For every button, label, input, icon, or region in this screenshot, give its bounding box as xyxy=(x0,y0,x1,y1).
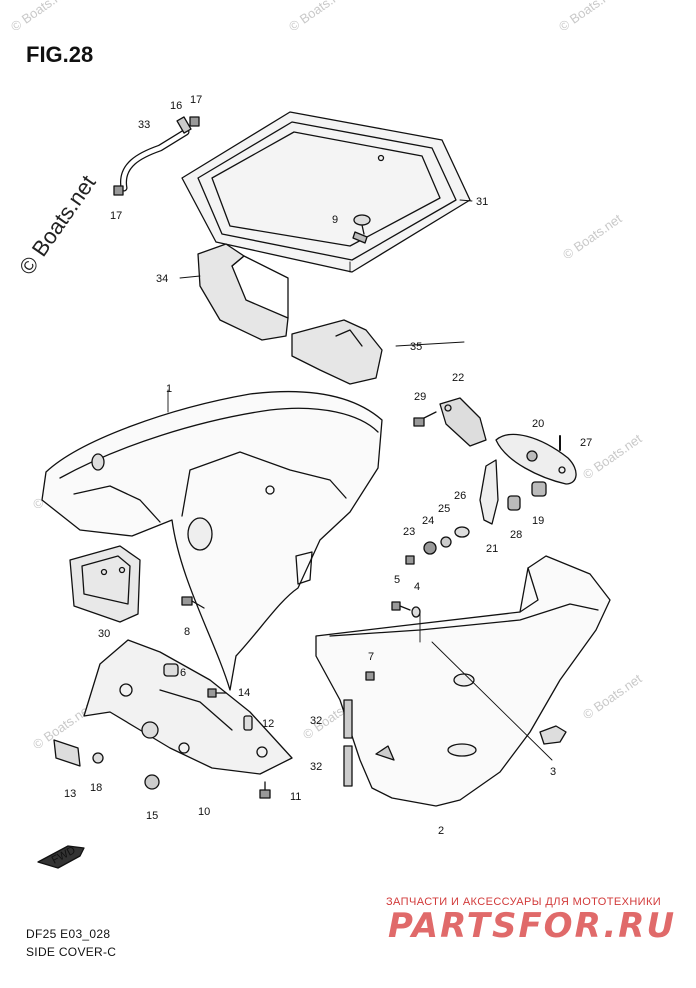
callout-32b: 32 xyxy=(310,761,322,773)
part-grommet-15[interactable] xyxy=(144,774,160,790)
figure-title: FIG.28 xyxy=(26,42,94,67)
part-side-cover-lower[interactable] xyxy=(315,555,611,807)
part-foam-pad-right[interactable] xyxy=(291,319,383,385)
callout-26: 26 xyxy=(454,490,466,502)
callout-10: 10 xyxy=(198,806,210,818)
callout-11: 11 xyxy=(290,791,301,803)
part-plug-3[interactable] xyxy=(539,725,567,745)
footer-figure-name: SIDE COVER-C xyxy=(26,945,117,959)
callout-12: 12 xyxy=(262,718,274,730)
callout-20: 20 xyxy=(532,418,544,430)
callout-25: 25 xyxy=(438,503,450,515)
callout-24: 24 xyxy=(422,515,434,527)
callout-27: 27 xyxy=(580,437,592,449)
part-handle-20[interactable] xyxy=(495,433,577,485)
part-pin-12[interactable] xyxy=(243,715,253,731)
callout-1: 1 xyxy=(166,383,172,395)
part-bracket[interactable] xyxy=(83,639,293,775)
partsfor-tagline: ЗАПЧАСТИ И АКСЕССУАРЫ ДЛЯ МОТОТЕХНИКИ xyxy=(386,896,662,908)
part-strip-32[interactable] xyxy=(343,745,353,787)
callout-14: 14 xyxy=(238,687,250,699)
part-rubber-pad[interactable] xyxy=(69,545,141,623)
part-collar-6[interactable] xyxy=(163,663,179,677)
callout-32a: 32 xyxy=(310,715,322,727)
callout-7: 7 xyxy=(368,651,374,663)
part-foam-pad-left[interactable] xyxy=(197,243,289,341)
callout-4: 4 xyxy=(414,581,420,593)
footer-figure-code: DF25 E03_028 xyxy=(26,927,111,941)
callout-13: 13 xyxy=(64,788,76,800)
callout-17b: 17 xyxy=(110,210,122,222)
callout-6: 6 xyxy=(180,667,186,679)
callout-9: 9 xyxy=(332,214,338,226)
part-top-seal-frame[interactable] xyxy=(181,111,471,273)
part-screw-5[interactable] xyxy=(391,601,411,611)
callout-21: 21 xyxy=(486,543,498,555)
part-washer-26[interactable] xyxy=(454,526,470,538)
part-strip-32[interactable] xyxy=(343,699,353,739)
callout-28: 28 xyxy=(510,529,522,541)
part-hose[interactable] xyxy=(113,116,200,196)
callout-22: 22 xyxy=(452,372,464,384)
part-screw-14[interactable] xyxy=(207,688,227,698)
part-plate-21[interactable] xyxy=(479,459,499,525)
part-knob-19[interactable] xyxy=(531,481,547,497)
part-washer-18[interactable] xyxy=(92,752,104,764)
part-bolt-8[interactable] xyxy=(181,596,205,609)
part-screw-23[interactable] xyxy=(405,555,415,565)
part-lever-22[interactable] xyxy=(439,397,487,447)
callout-35: 35 xyxy=(410,341,422,353)
part-clip-13[interactable] xyxy=(53,739,81,767)
callout-15: 15 xyxy=(146,810,158,822)
part-washer-4[interactable] xyxy=(411,606,421,618)
part-nut-24[interactable] xyxy=(423,541,437,555)
callout-33: 33 xyxy=(138,119,150,131)
callout-19: 19 xyxy=(532,515,544,527)
callout-31: 31 xyxy=(476,196,488,208)
callout-3: 3 xyxy=(550,766,556,778)
partsfor-logo: PARTSFOR.RU xyxy=(388,906,677,946)
part-side-cover-upper[interactable] xyxy=(41,390,383,691)
callout-8: 8 xyxy=(184,626,190,638)
callout-18: 18 xyxy=(90,782,102,794)
callout-34: 34 xyxy=(156,273,168,285)
callout-labels: 1 2 3 4 5 6 7 8 9 10 11 12 13 14 15 16 1… xyxy=(50,94,592,867)
fwd-arrow-icon xyxy=(37,845,85,869)
callout-30: 30 xyxy=(98,628,110,640)
callout-23: 23 xyxy=(403,526,415,538)
part-bolt-11[interactable] xyxy=(259,781,271,799)
callout-29: 29 xyxy=(414,391,426,403)
part-washer-25[interactable] xyxy=(440,536,452,548)
callout-16: 16 xyxy=(170,100,182,112)
part-knob-28[interactable] xyxy=(507,495,521,511)
part-screw-7[interactable] xyxy=(365,671,375,681)
callout-5: 5 xyxy=(394,574,400,586)
callout-2: 2 xyxy=(438,825,444,837)
part-screw-29[interactable] xyxy=(413,411,437,427)
part-grommet[interactable] xyxy=(353,214,371,235)
callout-17a: 17 xyxy=(190,94,202,106)
